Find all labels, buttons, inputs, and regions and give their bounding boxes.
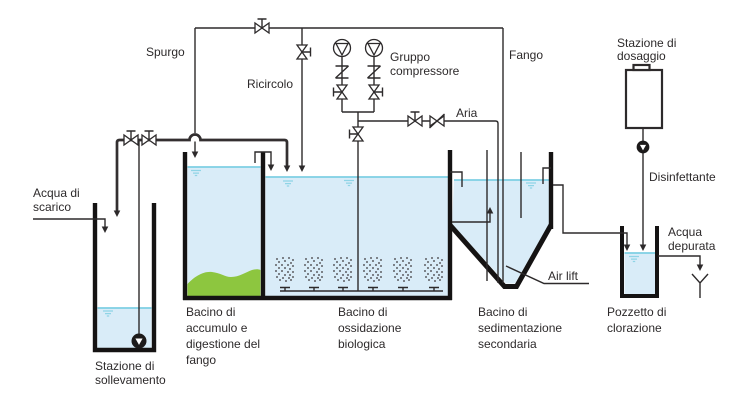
outlet-pipe xyxy=(658,255,709,298)
label-gruppo-compressore: Gruppo xyxy=(390,50,430,64)
accumulation-overflow-pipe xyxy=(254,151,272,166)
label-acqua-depurata: depurata xyxy=(668,239,716,253)
sedimentation-basin-water xyxy=(452,180,549,284)
sedimentation-cone-wall xyxy=(448,223,554,289)
flow-arrow-icon xyxy=(486,207,494,214)
label-acqua-depurata: Acqua xyxy=(668,225,702,239)
compressor-icon xyxy=(332,38,352,58)
label-bacino-accumulo: Bacino di xyxy=(186,305,235,319)
label-bacino-sedimentazione: Bacino di xyxy=(478,305,527,319)
submersible-pump-icon xyxy=(131,333,147,349)
compressor-icon xyxy=(364,38,384,58)
water-surface-lines xyxy=(97,166,655,309)
valve-icon xyxy=(123,130,139,146)
label-fango: Fango xyxy=(509,48,543,62)
label-acqua-di-scarico: scarico xyxy=(33,200,71,214)
flow-arrow-icon xyxy=(267,164,275,171)
dosing-pump-icon xyxy=(636,140,650,154)
label-air-lift: Air lift xyxy=(548,269,579,283)
air-manifold-diffusers xyxy=(280,286,443,292)
compressor-piping xyxy=(341,56,499,291)
valve-icon xyxy=(368,84,384,100)
compressor-group xyxy=(332,38,499,291)
air-lift-leader-line xyxy=(505,265,589,285)
label-stazione-sollevamento: Stazione di xyxy=(95,359,154,373)
label-bacino-ossidazione: biologica xyxy=(338,337,386,351)
label-stazione-sollevamento: sollevamento xyxy=(95,373,166,387)
sedimentation-internals xyxy=(450,150,628,281)
diagram-labels: Spurgo Ricircolo Gruppo compressore Fang… xyxy=(33,36,716,387)
lifting-station-walls xyxy=(92,203,157,353)
valve-icon xyxy=(407,111,423,127)
inlet-and-riser-pipes xyxy=(33,141,140,342)
pump-discharge-pipe xyxy=(115,133,289,211)
label-bacino-accumulo: accumulo e xyxy=(186,321,248,335)
chlorination-pit-water xyxy=(624,253,655,294)
flow-arrow-icon xyxy=(623,244,647,251)
valve-icon xyxy=(254,18,270,34)
dosing-tank xyxy=(624,68,664,130)
label-aria: Aria xyxy=(456,106,478,120)
valve-icon xyxy=(348,126,364,142)
label-bacino-accumulo: fango xyxy=(186,353,216,367)
effluent-launder-pipe xyxy=(553,184,628,246)
oxidation-basin-water xyxy=(265,177,448,296)
dosing-tank-cap xyxy=(632,63,651,72)
label-bacino-accumulo: digestione del xyxy=(186,337,260,351)
basin-walls xyxy=(182,150,453,301)
chlorination-pit-walls xyxy=(620,226,659,298)
label-acqua-di-scarico: Acqua di xyxy=(33,186,80,200)
flow-arrow-icon xyxy=(696,264,704,271)
lifting-station-piping xyxy=(33,130,291,349)
label-stazione-dosaggio: Stazione di xyxy=(617,36,676,50)
check-valve-icon xyxy=(428,113,446,129)
label-bacino-sedimentazione: sedimentazione xyxy=(478,321,562,335)
label-pozzetto-clorazione: Pozzetto di xyxy=(607,305,666,319)
label-spurgo: Spurgo xyxy=(146,45,185,59)
water-fills xyxy=(97,167,655,348)
label-bacino-ossidazione: ossidazione xyxy=(338,321,402,335)
label-bacino-sedimentazione: secondaria xyxy=(478,337,537,351)
treated-water-outlet xyxy=(658,255,709,298)
label-stazione-dosaggio: dosaggio xyxy=(617,49,666,63)
valve-icon xyxy=(296,44,312,60)
label-disinfettante: Disinfettante xyxy=(649,170,716,184)
chlorination-dosing xyxy=(623,63,664,251)
label-ricircolo: Ricircolo xyxy=(247,77,293,91)
sludge-header-pipe xyxy=(194,27,504,283)
valve-icon xyxy=(332,84,348,100)
digested-sludge xyxy=(187,269,261,296)
top-piping xyxy=(191,18,504,283)
valve-icon xyxy=(141,130,157,146)
label-pozzetto-clorazione: clorazione xyxy=(607,321,662,335)
label-bacino-ossidazione: Bacino di xyxy=(338,305,387,319)
clarifier-internal-pipes xyxy=(450,150,551,281)
label-gruppo-compressore: compressore xyxy=(390,64,460,78)
